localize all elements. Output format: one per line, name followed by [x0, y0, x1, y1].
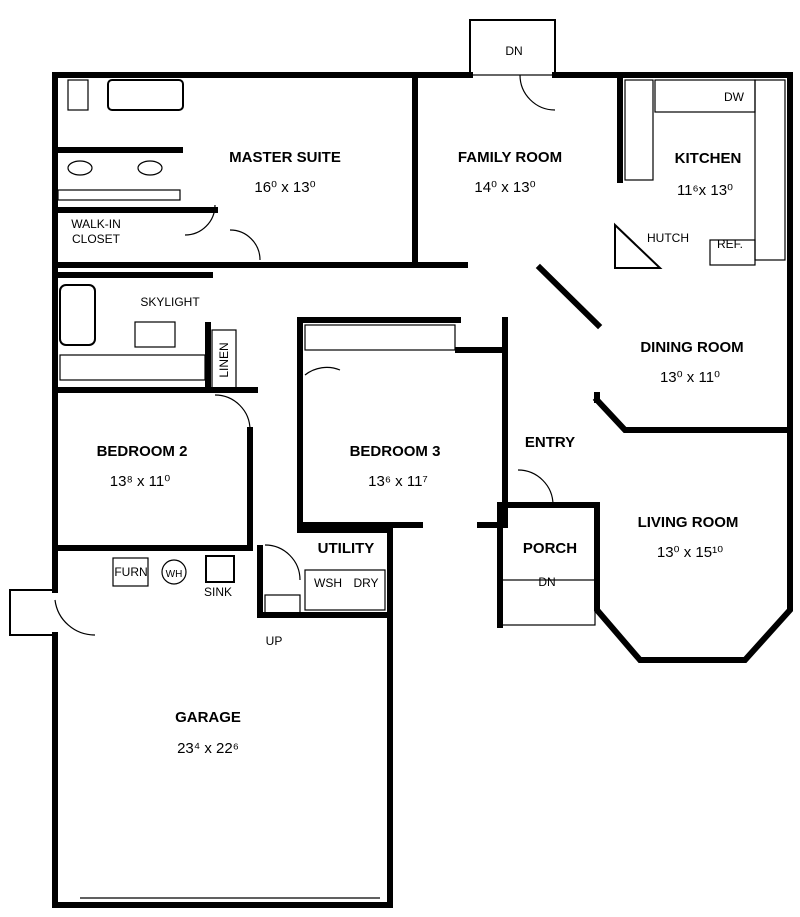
- bedroom-3-size: 13⁶ x 11⁷: [368, 473, 428, 490]
- entry-label: ENTRY: [525, 434, 575, 451]
- hutch-label: HUTCH: [647, 231, 689, 245]
- garage-size: 23⁴ x 22⁶: [177, 740, 239, 757]
- stairs-up-label: UP: [266, 634, 283, 648]
- dining-room-label: DINING ROOM: [640, 339, 743, 356]
- water-heater-label: WH: [166, 569, 183, 580]
- dryer-label: DRY: [353, 576, 378, 590]
- garage-label: GARAGE: [175, 709, 241, 726]
- bedroom-2-size: 13⁸ x 11⁰: [110, 473, 170, 490]
- walk-in-closet-label-1: WALK-IN: [71, 217, 121, 231]
- washer-label: WSH: [314, 576, 342, 590]
- linen-label: LINEN: [217, 342, 231, 377]
- family-room-label: FAMILY ROOM: [458, 149, 562, 166]
- porch-label: PORCH: [523, 540, 577, 557]
- ref-label: REF.: [717, 237, 743, 251]
- dw-label: DW: [724, 90, 745, 104]
- bedroom-2-label: BEDROOM 2: [97, 443, 188, 460]
- utility-label: UTILITY: [318, 540, 375, 557]
- fixtures: [54, 19, 786, 900]
- master-suite-label: MASTER SUITE: [229, 149, 341, 166]
- fixture-labels: WALK-IN CLOSET SKYLIGHT LINEN HUTCH REF.…: [71, 44, 744, 648]
- room-labels: MASTER SUITE 16⁰ x 13⁰ FAMILY ROOM 14⁰ x…: [97, 149, 744, 757]
- furnace-label: FURN: [114, 565, 147, 579]
- stairs-down-label-porch: DN: [538, 575, 555, 589]
- master-suite-size: 16⁰ x 13⁰: [254, 179, 315, 196]
- family-room-size: 14⁰ x 13⁰: [474, 179, 535, 196]
- interior-walls: [52, 72, 623, 628]
- stairs-down-label-top: DN: [505, 44, 522, 58]
- skylight-label: SKYLIGHT: [140, 295, 200, 309]
- dining-room-size: 13⁰ x 11⁰: [660, 369, 720, 386]
- kitchen-size: 11⁶x 13⁰: [677, 182, 733, 199]
- kitchen-label: KITCHEN: [675, 150, 742, 167]
- living-room-size: 13⁰ x 15¹⁰: [657, 544, 723, 561]
- sink-label: SINK: [204, 585, 232, 599]
- bedroom-3-label: BEDROOM 3: [350, 443, 441, 460]
- living-room-label: LIVING ROOM: [638, 514, 739, 531]
- walk-in-closet-label-2: CLOSET: [72, 232, 121, 246]
